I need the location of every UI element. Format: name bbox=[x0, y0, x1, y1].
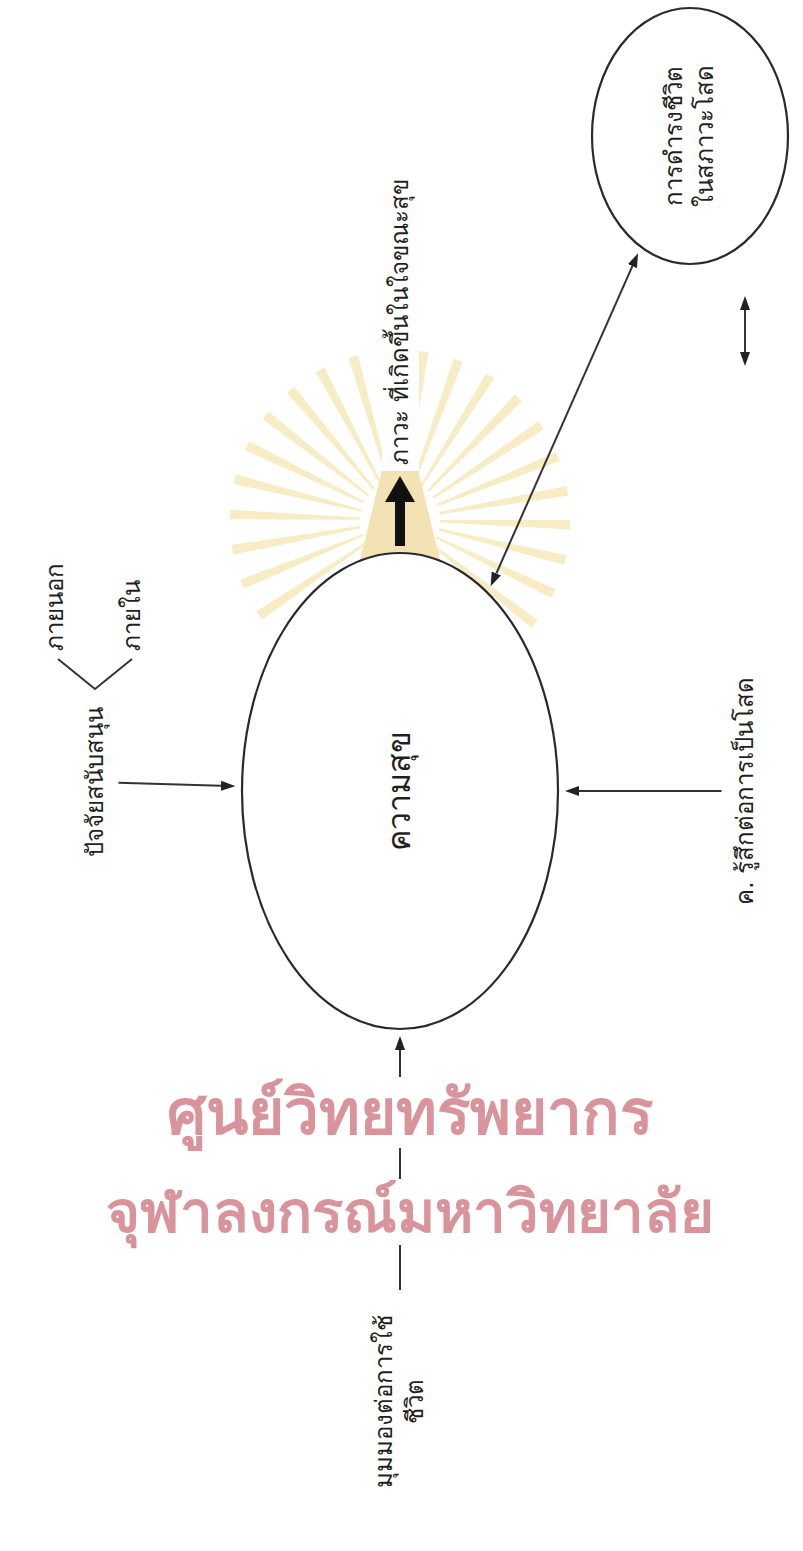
connector-arrow bbox=[496, 266, 632, 573]
branch-label: ภายนอก bbox=[40, 563, 71, 651]
factor-text: ปัจจัยสนับสนุน bbox=[77, 701, 114, 863]
branch-bracket bbox=[58, 659, 132, 689]
double-arrow bbox=[744, 310, 746, 352]
core-ellipse: ความสุข bbox=[240, 551, 560, 1031]
view-text: มุมมองต่อการใช้ชีวิต bbox=[366, 1295, 434, 1507]
node-text: มุมมองต่อการใช้ชีวิต bbox=[369, 1301, 431, 1501]
connector-arrow bbox=[395, 502, 405, 546]
watermark-text: จุฬาลงกรณ์มหาวิทยาลัย bbox=[106, 1179, 714, 1246]
state-text: ภาวะ ที่เกิดขึ้นในใจขณะสุข bbox=[382, 173, 419, 471]
watermark-text: ศูนย์วิทยทรัพยากร bbox=[167, 1077, 653, 1148]
branch-label: ภายใน bbox=[117, 580, 148, 651]
node-text: ปัจจัยสนับสนุน bbox=[80, 707, 111, 857]
node-text: การดำรงชีวิต ในสภาวะโสด bbox=[659, 51, 721, 221]
ellipse-shape bbox=[242, 553, 558, 1029]
connector-arrow bbox=[119, 783, 222, 786]
node-text: ค. รู้สึกต่อการเป็นโสด bbox=[730, 677, 761, 905]
feeling-text: ค. รู้สึกต่อการเป็นโสด bbox=[727, 671, 764, 911]
node-text: ความสุข bbox=[379, 731, 421, 851]
connector-arrow bbox=[579, 790, 722, 792]
ellipse-shape bbox=[592, 8, 788, 264]
ellipse-outline bbox=[590, 6, 790, 266]
life-circle: การดำรงชีวิต ในสภาวะโสด bbox=[590, 6, 790, 266]
node-text: ภาวะ ที่เกิดขึ้นในใจขณะสุข bbox=[385, 179, 416, 465]
connector-group bbox=[119, 266, 722, 1290]
